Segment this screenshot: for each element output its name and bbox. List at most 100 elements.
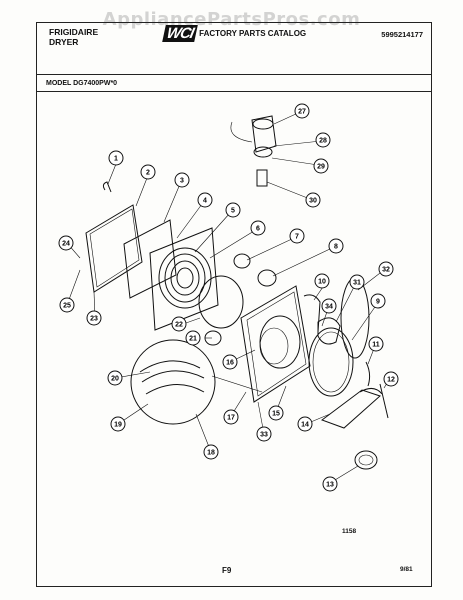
motor-cap xyxy=(252,118,274,130)
callout-28: 28 xyxy=(315,132,331,148)
door-hinge xyxy=(102,181,112,193)
detail-arc-1 xyxy=(139,360,201,373)
callout-17: 17 xyxy=(223,409,239,425)
callout-20: 20 xyxy=(107,370,123,386)
header-rule-bottom xyxy=(36,91,432,92)
callout-12: 12 xyxy=(383,371,399,387)
callout-16: 16 xyxy=(222,354,238,370)
vent-duct xyxy=(320,389,381,429)
page-number: F9 xyxy=(222,566,232,575)
callout-10: 10 xyxy=(314,273,330,289)
drum-seal-inner xyxy=(312,331,350,393)
svg-text:17: 17 xyxy=(227,415,235,422)
callout-9: 9 xyxy=(370,293,386,309)
svg-text:32: 32 xyxy=(382,267,390,274)
model-number: MODEL DG7400PW*0 xyxy=(46,80,118,87)
callout-13: 13 xyxy=(322,476,338,492)
motor-shaft-30 xyxy=(256,169,268,187)
door-glass-ring-inner-3 xyxy=(176,267,194,289)
svg-text:27: 27 xyxy=(298,109,306,116)
callout-21: 21 xyxy=(185,330,201,346)
front-cabinet-inner xyxy=(246,291,307,397)
svg-text:24: 24 xyxy=(62,241,70,248)
catalog-logo: WCI FACTORY PARTS CATALOG xyxy=(162,25,307,42)
front-panel-plate xyxy=(149,227,219,331)
callout-5: 5 xyxy=(225,202,241,218)
svg-text:11: 11 xyxy=(372,342,380,349)
svg-text:6: 6 xyxy=(256,226,260,233)
callout-4: 4 xyxy=(197,192,213,208)
callout-18: 18 xyxy=(203,444,219,460)
callout-33: 33 xyxy=(256,426,272,442)
coupling-13-inner xyxy=(358,454,374,466)
svg-text:30: 30 xyxy=(309,198,317,205)
door-glass-ring-inner-1 xyxy=(164,253,206,303)
callout-27: 27 xyxy=(294,103,310,119)
svg-text:16: 16 xyxy=(226,360,234,367)
callout-14: 14 xyxy=(297,416,313,432)
callout-31: 31 xyxy=(349,274,365,290)
detail-arc-2 xyxy=(141,370,205,383)
spring-11 xyxy=(365,361,371,387)
svg-text:2: 2 xyxy=(146,170,150,177)
vent-duct-lip xyxy=(359,388,383,395)
filter-housing xyxy=(317,317,341,345)
svg-text:3: 3 xyxy=(180,178,184,185)
page-frame xyxy=(36,22,432,587)
door-seal-ring xyxy=(198,275,244,329)
svg-text:1: 1 xyxy=(114,156,118,163)
svg-text:18: 18 xyxy=(207,450,215,457)
svg-text:20: 20 xyxy=(111,376,119,383)
svg-text:8: 8 xyxy=(334,244,338,251)
motor-base xyxy=(253,146,273,158)
rear-seal-ring xyxy=(340,277,370,359)
catalog-title: FACTORY PARTS CATALOG xyxy=(199,29,307,38)
svg-text:33: 33 xyxy=(260,432,268,439)
svg-text:19: 19 xyxy=(114,422,122,429)
svg-text:29: 29 xyxy=(317,164,325,171)
callout-3: 3 xyxy=(174,172,190,188)
callout-22: 22 xyxy=(171,316,187,332)
svg-text:15: 15 xyxy=(272,411,280,418)
drum-seal xyxy=(308,327,354,397)
svg-text:21: 21 xyxy=(189,336,197,343)
svg-text:14: 14 xyxy=(301,422,309,429)
cabinet-opening-inner xyxy=(259,327,289,365)
door-glass-ring-inner-2 xyxy=(170,260,200,296)
svg-text:31: 31 xyxy=(353,280,361,287)
brand-name: FRIGIDAIRE xyxy=(49,27,99,37)
callout-7: 7 xyxy=(289,228,305,244)
watermark: AppliancePartsPros.com xyxy=(102,9,361,30)
catalog-number: 5995214177 xyxy=(381,30,423,39)
svg-text:22: 22 xyxy=(175,322,183,329)
callout-11: 11 xyxy=(368,336,384,352)
svg-text:5: 5 xyxy=(231,208,235,215)
svg-text:28: 28 xyxy=(319,138,327,145)
cabinet-opening xyxy=(259,315,301,369)
svg-text:7: 7 xyxy=(295,234,299,241)
callout-30: 30 xyxy=(305,192,321,208)
callout-23: 23 xyxy=(86,310,102,326)
callout-29: 29 xyxy=(313,158,329,174)
callout-25: 25 xyxy=(59,297,75,313)
svg-text:13: 13 xyxy=(326,482,334,489)
callout-8: 8 xyxy=(328,238,344,254)
svg-text:34: 34 xyxy=(325,304,333,311)
callout-15: 15 xyxy=(268,405,284,421)
revision-date: 9/81 xyxy=(400,566,413,573)
latch-part-7 xyxy=(233,253,251,269)
duct-10 xyxy=(303,294,321,333)
svg-text:4: 4 xyxy=(203,198,207,205)
svg-text:12: 12 xyxy=(387,377,395,384)
detail-arc-3 xyxy=(145,383,205,395)
coupling-13 xyxy=(354,450,378,470)
callout-1: 1 xyxy=(108,150,124,166)
svg-text:10: 10 xyxy=(318,279,326,286)
header-rule-top xyxy=(36,74,432,75)
appliance-type: DRYER xyxy=(49,37,79,47)
svg-text:9: 9 xyxy=(376,299,380,306)
callout-19: 19 xyxy=(110,416,126,432)
motor-wire xyxy=(230,121,253,143)
